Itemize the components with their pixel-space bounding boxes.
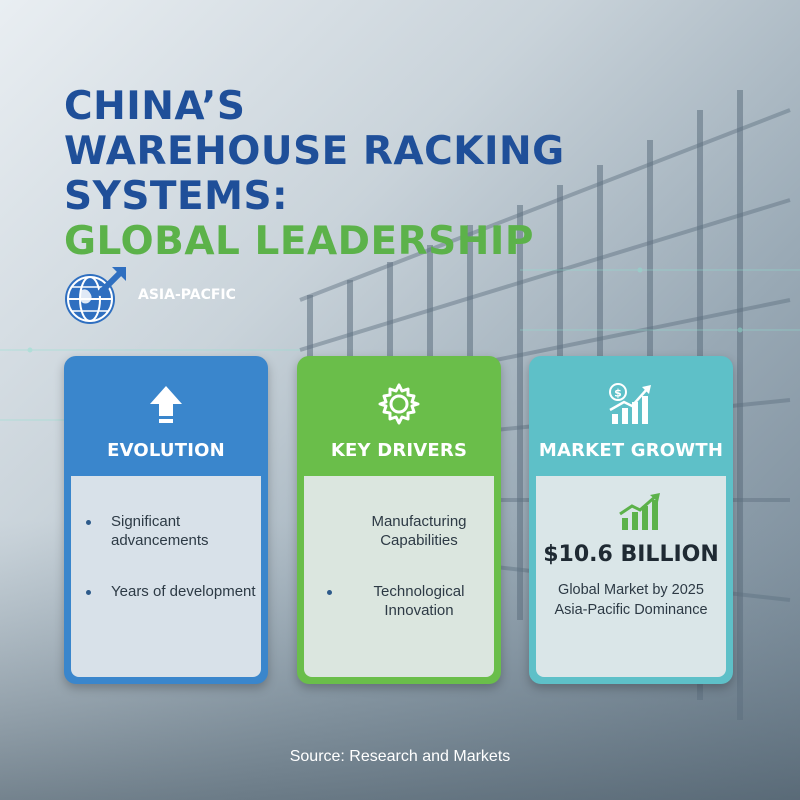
dollar-growth-chart-icon: $ <box>609 383 651 424</box>
key-drivers-card-header: KEY DRIVERS <box>297 356 501 476</box>
evolution-card: EVOLUTION Significant advancements Years… <box>64 356 268 684</box>
list-item: Manufacturing Capabilities <box>371 513 467 549</box>
list-item: Technological Innovation <box>327 582 494 620</box>
title-line-1: CHINA’S <box>64 84 246 129</box>
market-subtext-line: Asia-Pacific Dominance <box>554 602 708 618</box>
market-growth-card: $ MARKET GROWTH $10.6 BILLION Global Mar… <box>529 356 733 684</box>
market-subtext-line: Global Market by 2025 <box>558 582 704 598</box>
title-line-3: GLOBAL LEADERSHIP <box>64 219 535 264</box>
key-drivers-card-body: Manufacturing Capabilities Technological… <box>304 476 494 677</box>
up-arrow-icon <box>150 386 182 423</box>
list-item: Years of development <box>86 582 268 601</box>
evolution-heading: EVOLUTION <box>107 440 225 461</box>
market-growth-heading: MARKET GROWTH <box>538 440 724 461</box>
bullet-icon <box>327 590 332 595</box>
source-caption: Source: Research and Markets <box>289 748 511 765</box>
globe-arrow-icon <box>65 267 126 324</box>
evolution-card-header: EVOLUTION <box>64 356 268 476</box>
region-label: ASIA-PACFIC <box>138 287 236 303</box>
market-growth-card-header: $ MARKET GROWTH <box>529 356 733 476</box>
region-badge: ASIA-PACFIC <box>62 263 236 327</box>
page-title: CHINA’S WAREHOUSE RACKING SYSTEMS: GLOBA… <box>64 84 800 264</box>
svg-text:$: $ <box>614 387 622 400</box>
evolution-card-body: Significant advancements Years of develo… <box>71 476 261 677</box>
title-line-2: WAREHOUSE RACKING SYSTEMS: <box>64 129 565 219</box>
bullet-icon <box>86 590 91 595</box>
gear-icon <box>378 383 420 425</box>
market-value: $10.6 BILLION <box>543 542 719 567</box>
growth-chart-icon <box>619 493 660 530</box>
key-drivers-card: KEY DRIVERS Manufacturing Capabilities T… <box>297 356 501 684</box>
market-subtext: Global Market by 2025 Asia-Pacific Domin… <box>536 580 726 620</box>
key-drivers-heading: KEY DRIVERS <box>330 440 468 461</box>
market-growth-card-body: $10.6 BILLION Global Market by 2025 Asia… <box>536 476 726 677</box>
list-item: Significant advancements <box>86 512 261 550</box>
bullet-icon <box>86 520 91 525</box>
